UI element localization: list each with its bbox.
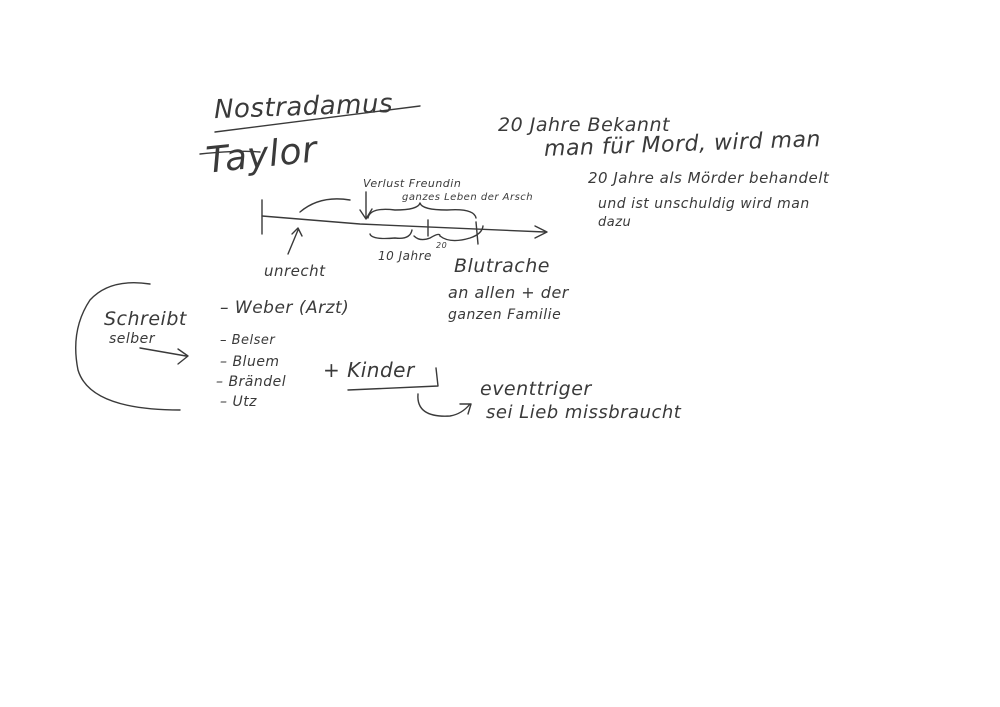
timeline-bump bbox=[299, 198, 351, 213]
plus-kinder-label: + Kinder bbox=[323, 358, 415, 382]
timeline-down-arrow bbox=[359, 191, 373, 220]
timeline-arrowhead bbox=[534, 225, 548, 239]
timeline-label-ganzes-leben: ganzes Leben der Arsch bbox=[402, 192, 534, 203]
selber-label: selber bbox=[109, 331, 156, 347]
title-nostradamus: Nostradamus bbox=[213, 88, 394, 126]
timeline-label-small: 20 bbox=[436, 241, 448, 250]
title-separator-line bbox=[214, 105, 421, 133]
selber-arrow bbox=[139, 347, 189, 365]
timeline-brace bbox=[367, 202, 477, 219]
list-item-braendel: – Brändel bbox=[216, 374, 287, 390]
timeline-tick-b bbox=[475, 221, 479, 245]
list-item-weber: – Weber (Arzt) bbox=[220, 298, 350, 318]
timeline-line bbox=[261, 215, 546, 233]
list-item-belser: – Belser bbox=[220, 333, 276, 348]
eventually-line1: eventtriger bbox=[480, 378, 592, 400]
timeline-label-verlust: Verlust Freundin bbox=[363, 177, 462, 190]
list-item-bluem: – Bluem bbox=[220, 354, 280, 370]
timeline-sub-brace-1 bbox=[369, 229, 413, 240]
timeline-label-10-jahre: 10 Jahre bbox=[378, 249, 432, 263]
eventually-line2: sei Lieb missbraucht bbox=[486, 402, 682, 423]
schreibt-label: Schreibt bbox=[104, 308, 187, 330]
timeline-sub-brace-2 bbox=[413, 233, 441, 241]
note-dazu: dazu bbox=[598, 215, 632, 230]
list-item-utz: – Utz bbox=[220, 394, 258, 410]
note-moerder-line: 20 Jahre als Mörder behandelt bbox=[588, 169, 830, 187]
eventually-arrow bbox=[417, 393, 472, 417]
blutrache-label: Blutrache bbox=[454, 255, 550, 277]
unrecht-up-arrow bbox=[287, 227, 303, 255]
note-unschuldig-line: und ist unschuldig wird man bbox=[598, 196, 810, 212]
blutrache-line1: an allen + der bbox=[448, 283, 569, 302]
taylor-underline bbox=[199, 150, 261, 155]
left-bracket bbox=[75, 282, 181, 411]
note-20-jahre-bekannt: 20 Jahre Bekannt bbox=[498, 114, 670, 136]
timeline-sub-brace-3 bbox=[439, 225, 484, 242]
timeline-label-unrecht: unrecht bbox=[264, 262, 326, 280]
blutrache-line2: ganzen Familie bbox=[448, 307, 562, 323]
kinder-bracket bbox=[347, 367, 439, 391]
